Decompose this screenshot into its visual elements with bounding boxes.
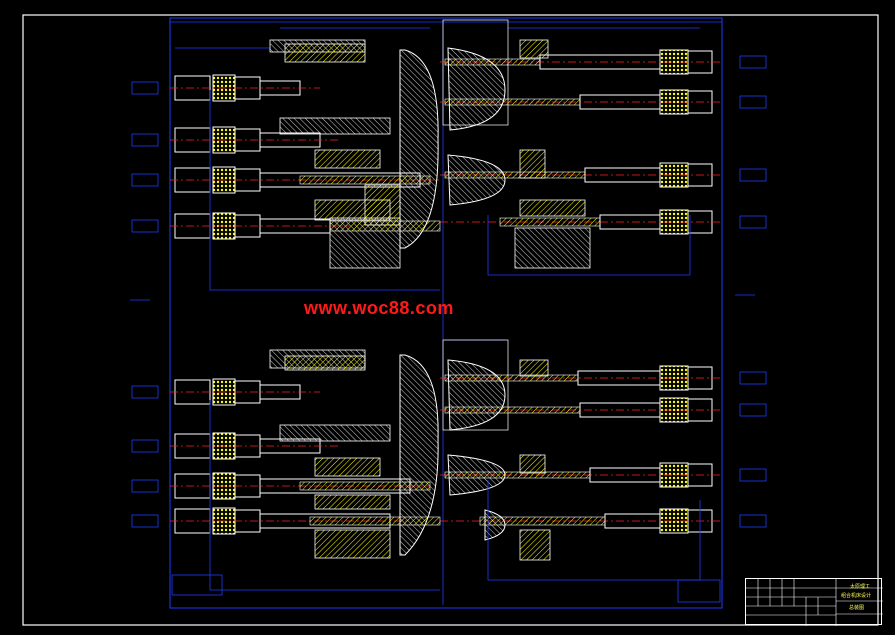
hatched-block	[279, 424, 391, 442]
label-box-left	[131, 439, 159, 453]
right-spindle	[440, 365, 720, 391]
title-block-project: 组合机床设计	[841, 593, 872, 599]
label-box-right	[739, 514, 767, 528]
lower-right-box	[442, 339, 509, 431]
callout-boxes	[131, 55, 767, 528]
hatched-block	[314, 457, 381, 477]
spindle-assemblies	[170, 49, 720, 535]
label-box-right	[739, 215, 767, 229]
hatched-block	[314, 494, 391, 510]
side-marks	[130, 294, 755, 301]
label-box-left	[131, 173, 159, 187]
hatched-block	[279, 117, 391, 135]
hatched-block	[519, 199, 586, 217]
tool-bar	[499, 217, 601, 227]
tool-bar	[444, 374, 579, 382]
label-box-left	[131, 133, 159, 147]
hatched-block	[284, 43, 366, 63]
watermark-text: www.woc88.com	[304, 298, 454, 318]
tool-bar	[444, 98, 581, 106]
drawing-frame	[22, 14, 879, 626]
layout-box	[169, 17, 723, 609]
title-block-school: 太原理工	[850, 584, 871, 590]
workpiece-lower	[399, 354, 506, 556]
label-box-left	[131, 385, 159, 399]
label-box-left	[131, 219, 159, 233]
base-outlines	[171, 90, 721, 603]
tool-bar	[444, 406, 581, 414]
tool-bar	[479, 516, 606, 526]
hatched-block	[364, 184, 401, 226]
left-spindle	[170, 166, 440, 194]
label-box-left	[131, 479, 159, 493]
title-block-drawing-name: 总装图	[849, 605, 865, 611]
hatched-block	[519, 529, 551, 561]
tool-bar	[329, 220, 441, 232]
hatched-block	[514, 227, 591, 269]
top-dimensions	[170, 21, 722, 341]
label-box-left	[131, 81, 159, 95]
label-box-right	[739, 468, 767, 482]
title-block-grid	[746, 579, 883, 626]
title-block: 太原理工 组合机床设计 总装图	[745, 578, 883, 626]
label-box-left	[131, 514, 159, 528]
hatched-block	[519, 39, 549, 59]
left-spindle	[170, 74, 320, 102]
label-box-right	[739, 95, 767, 109]
hatched-block	[519, 454, 546, 474]
hatched-block	[519, 359, 549, 377]
label-box-right	[739, 403, 767, 417]
tool-bar	[309, 516, 441, 526]
tool-bar	[444, 471, 591, 479]
workpiece-upper	[399, 47, 506, 249]
left-spindle	[170, 126, 340, 154]
hatched-blocks	[269, 39, 606, 561]
hatched-block	[284, 355, 366, 371]
label-box-right	[739, 371, 767, 385]
label-box-right	[739, 168, 767, 182]
hatched-block	[314, 529, 391, 559]
label-box-right	[739, 55, 767, 69]
left-spindle	[170, 378, 320, 406]
hatched-block	[314, 149, 381, 169]
tool-bar	[444, 171, 586, 179]
